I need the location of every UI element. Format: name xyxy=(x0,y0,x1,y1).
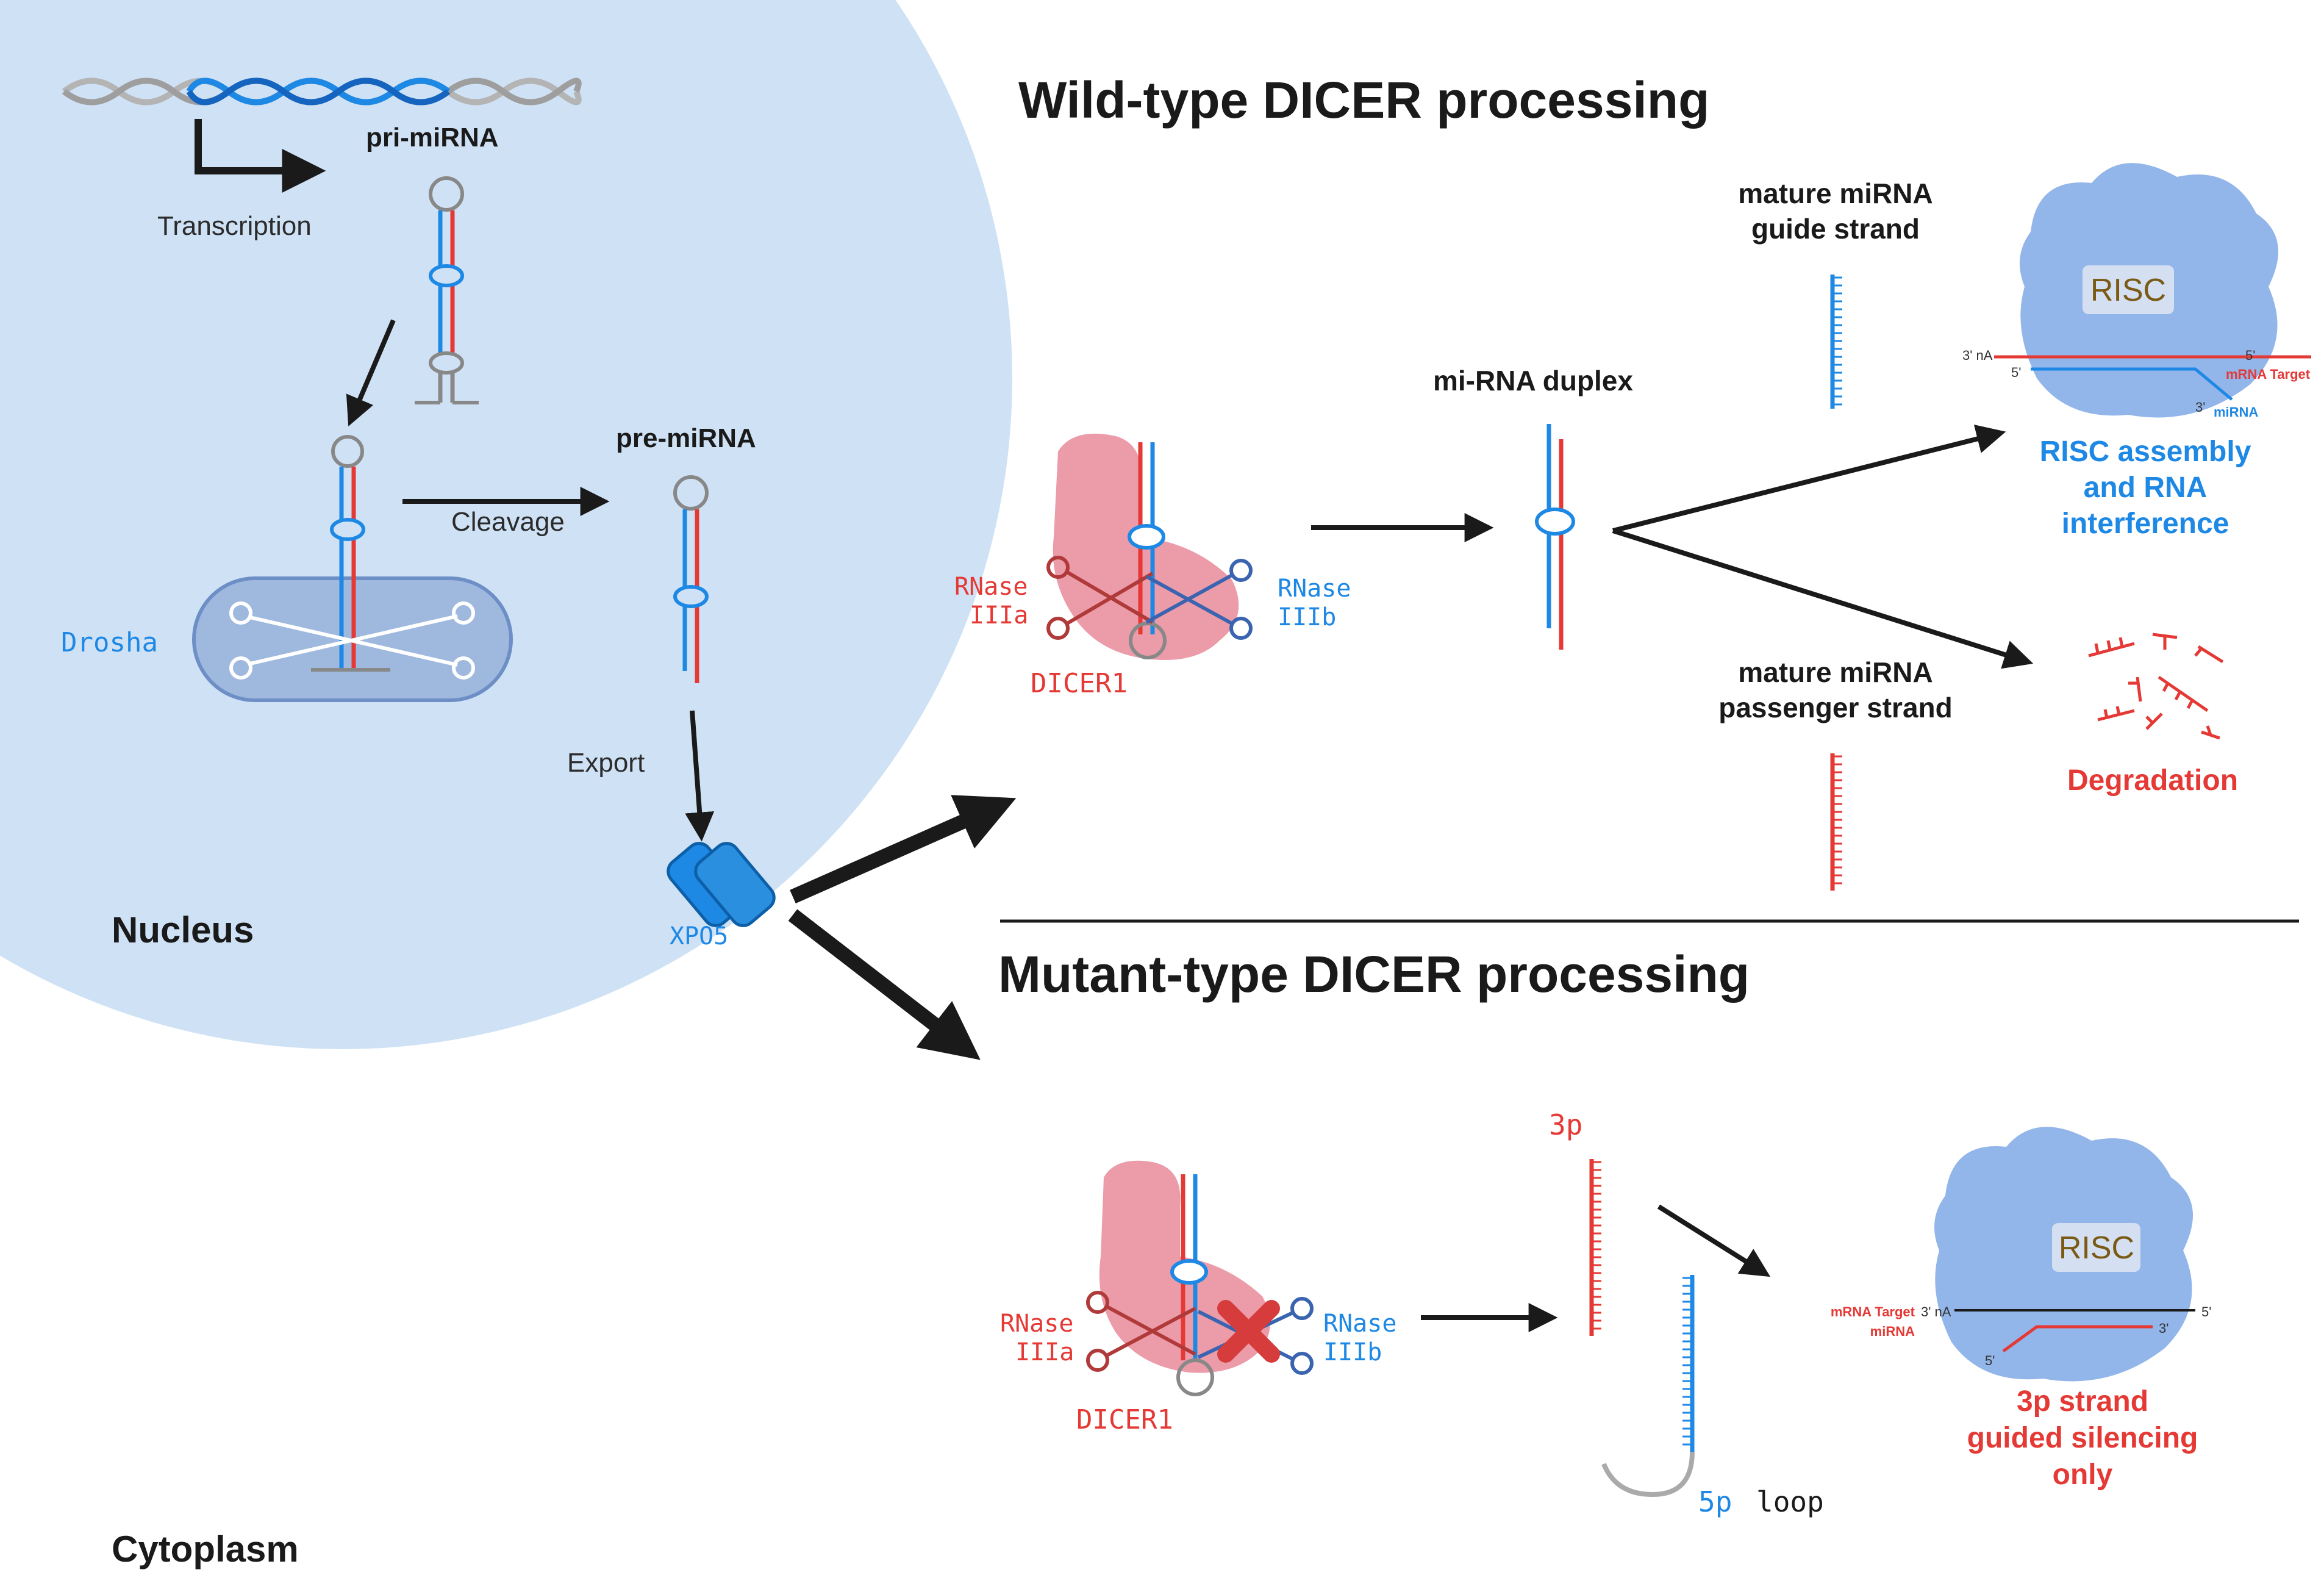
wt-outcome-line1: RISC assembly xyxy=(2040,436,2251,468)
wt-outcome-line2: and RNA xyxy=(2084,472,2208,504)
passenger-label-line1: mature miRNA xyxy=(1738,656,1933,688)
mut-rnase-b-line2: IIIb xyxy=(1323,1338,1382,1366)
mut-risc-label-box xyxy=(2052,1223,2140,1272)
arrow-to-degradation xyxy=(1612,528,2034,669)
label-5p: 5p xyxy=(1698,1485,1732,1518)
wt-risc-5prime-right: 5' xyxy=(2245,348,2255,363)
wt-rnase-a-line1: RNase xyxy=(954,573,1028,601)
cytoplasm-title: Cytoplasm xyxy=(112,1529,299,1570)
base-pair-ticks xyxy=(1592,276,1842,1446)
label-3p: 3p xyxy=(1549,1108,1582,1141)
xpo5-channel-icon xyxy=(667,842,776,927)
nucleus-title: Nucleus xyxy=(112,910,254,950)
arrow-to-risc xyxy=(1612,425,2006,533)
degradation-fragments-icon xyxy=(2088,633,2224,740)
wt-dicer-label: DICER1 xyxy=(1031,668,1128,699)
big-arrow-wild-type xyxy=(790,795,1017,903)
mut-outcome-line3: only xyxy=(2053,1459,2113,1491)
duplex-label: mi-RNA duplex xyxy=(1433,365,1633,396)
nucleus-region xyxy=(0,0,1012,1049)
cross-icon xyxy=(1217,1300,1280,1363)
wt-outcome-line3: interference xyxy=(2062,508,2229,540)
degradation-label: Degradation xyxy=(2067,764,2238,797)
wt-risc-3prime-small: 3' xyxy=(2195,400,2205,415)
mut-mrna-target-label: mRNA Target xyxy=(1831,1304,1915,1319)
pre-mirna-label: pre-miRNA xyxy=(616,423,756,453)
guide-label-line2: guide strand xyxy=(1751,213,1920,245)
mut-risc-label: RISC xyxy=(2059,1230,2134,1266)
mut-risc-5prime-left: 5' xyxy=(1985,1353,1995,1368)
xpo5-label: XPO5 xyxy=(670,922,728,950)
cleavage-label: Cleavage xyxy=(451,507,565,537)
mirna-duplex-icon xyxy=(1535,424,1575,650)
mut-rnase-b-line1: RNase xyxy=(1323,1310,1396,1338)
mut-risc-3prime: 3' nA xyxy=(1921,1304,1951,1319)
strand-5p-loop-icon xyxy=(1601,1275,1695,1497)
pri-mirna-label: pri-miRNA xyxy=(366,123,499,152)
wild-type-heading: Wild-type DICER processing xyxy=(1018,71,1709,129)
export-arrow xyxy=(685,710,715,842)
mut-dicer-label: DICER1 xyxy=(1076,1404,1173,1435)
wt-risc-label: RISC xyxy=(2090,273,2166,308)
scissors-icon xyxy=(1046,556,1253,640)
arrow-to-drosha xyxy=(346,319,396,426)
big-arrow-mutant xyxy=(788,909,981,1060)
mut-mirna-strand xyxy=(2002,1325,2153,1353)
scissors-icon xyxy=(229,601,475,680)
drosha-label: Drosha xyxy=(61,627,158,658)
wt-risc-label-box xyxy=(2083,265,2174,314)
wt-mirna-label: miRNA xyxy=(2214,404,2258,420)
mut-arrow-to-risc xyxy=(1657,1204,1771,1277)
wt-dicer-hairpin xyxy=(1128,442,1167,659)
mut-risc-3prime-small: 3' xyxy=(2159,1321,2168,1336)
wt-risc-3prime: 3' nA xyxy=(1962,348,1993,363)
loop-label: loop xyxy=(1756,1485,1824,1518)
loop-grey-icon xyxy=(1601,1451,1695,1498)
mut-rnase-a-line2: IIIa xyxy=(1015,1338,1074,1366)
wt-mirna-strand xyxy=(2031,367,2233,401)
wt-mrna-target-label: mRNA Target xyxy=(2226,367,2311,382)
mutant-heading: Mutant-type DICER processing xyxy=(998,946,1750,1003)
mut-outcome-line1: 3p strand xyxy=(2017,1385,2148,1418)
dna-icon xyxy=(62,77,582,106)
transcription-arrow xyxy=(195,119,326,193)
wt-risc-5prime-left: 5' xyxy=(2011,365,2021,380)
passenger-label-line2: passenger strand xyxy=(1718,692,1952,723)
pre-mirna-hairpin xyxy=(673,475,709,683)
wt-rnase-b-line2: IIIb xyxy=(1278,603,1336,631)
mut-risc-5prime-right: 5' xyxy=(2201,1304,2211,1319)
mut-dicer-hairpin xyxy=(1170,1174,1214,1396)
hairpin-icon xyxy=(415,176,479,404)
wt-rnase-a-line2: IIIa xyxy=(970,601,1028,630)
wt-rnase-b-line1: RNase xyxy=(1278,575,1351,603)
guide-label-line1: mature miRNA xyxy=(1738,178,1933,209)
export-label: Export xyxy=(567,748,645,778)
mut-rnase-a-line1: RNase xyxy=(1000,1310,1073,1338)
mut-mirna-label: miRNA xyxy=(1870,1324,1915,1339)
transcription-label: Transcription xyxy=(157,211,312,241)
mut-outcome-line2: guided silencing xyxy=(1967,1422,2198,1454)
